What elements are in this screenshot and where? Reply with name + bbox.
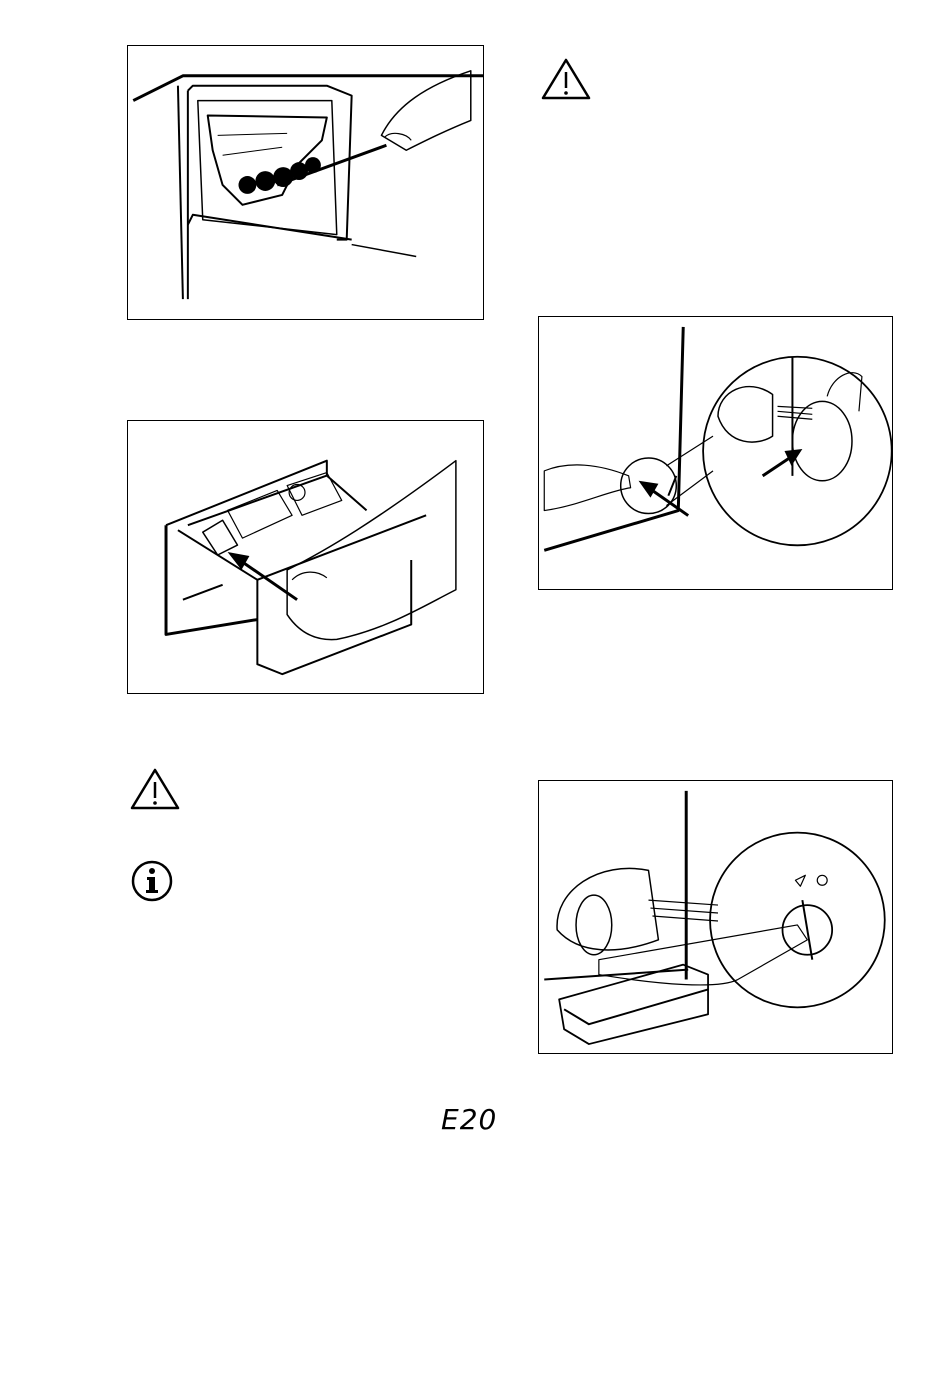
warning-triangle-icon	[130, 768, 180, 810]
dispenser-drawer-illustration	[128, 421, 483, 693]
pump-filter-illustration	[539, 781, 892, 1053]
insert-drawer-figure	[127, 420, 484, 694]
info-circle-icon	[130, 859, 174, 903]
warning-triangle-icon	[541, 58, 591, 100]
open-pump-flap-figure	[538, 316, 893, 590]
dispenser-brush-illustration	[128, 46, 483, 319]
error-code-display: E20	[441, 1104, 497, 1136]
drain-filter-figure	[538, 780, 893, 1054]
clean-dispenser-figure	[127, 45, 484, 320]
pump-flap-illustration	[539, 317, 892, 589]
